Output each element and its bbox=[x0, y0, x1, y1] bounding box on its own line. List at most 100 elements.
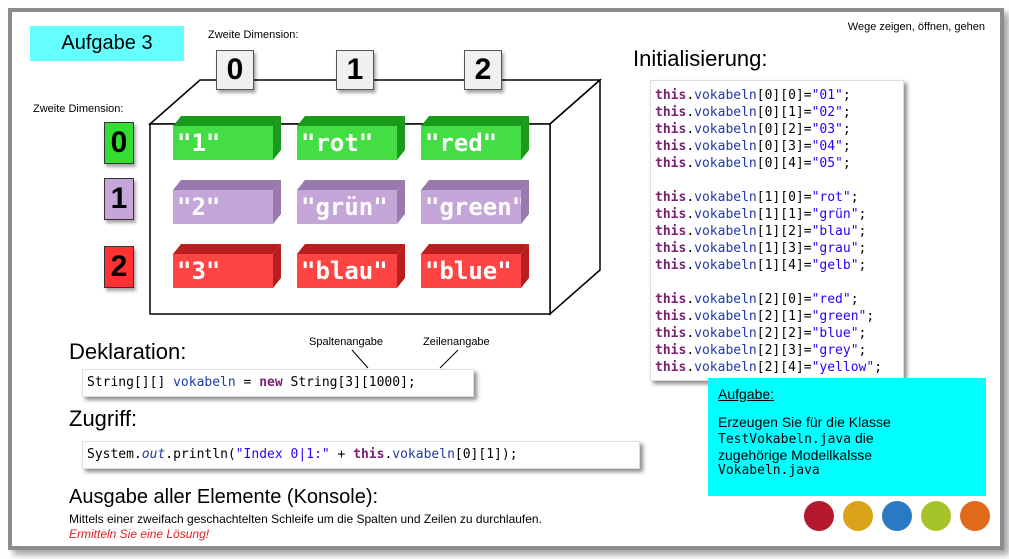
column-tab-0: 0 bbox=[216, 50, 254, 90]
init-code-spacer bbox=[655, 274, 903, 291]
init-code-token: vokabeln bbox=[694, 258, 757, 273]
logo-dot-4 bbox=[921, 501, 951, 531]
init-code-box: this.vokabeln[0][0]="01";this.vokabeln[0… bbox=[650, 80, 904, 381]
logo-dot-3 bbox=[882, 501, 912, 531]
init-code-token: ; bbox=[858, 241, 867, 256]
init-code-token: vokabeln bbox=[694, 122, 757, 137]
init-code-token: this bbox=[655, 190, 687, 205]
row-tab-0: 0 bbox=[104, 122, 134, 164]
init-code-token: this bbox=[655, 207, 687, 222]
init-code-token: . bbox=[686, 343, 695, 358]
init-code-token: ; bbox=[866, 309, 875, 324]
init-code-token: . bbox=[686, 241, 695, 256]
access-mid: .println( bbox=[165, 447, 236, 462]
init-code-line: this.vokabeln[2][3]="grey"; bbox=[655, 342, 903, 359]
init-code-token: [0][0]= bbox=[756, 88, 812, 103]
init-code-token: vokabeln bbox=[694, 190, 757, 205]
spalten-label: Spaltenangabe bbox=[309, 336, 384, 348]
init-code-line: this.vokabeln[1][0]="rot"; bbox=[655, 189, 903, 206]
init-code-token: vokabeln bbox=[694, 326, 757, 341]
init-code-token: ; bbox=[842, 156, 851, 171]
init-code-line: this.vokabeln[1][3]="grau"; bbox=[655, 240, 903, 257]
init-code-token: this bbox=[655, 105, 687, 120]
init-code-token: . bbox=[686, 292, 695, 307]
init-code-token: ; bbox=[850, 292, 859, 307]
decl-var: vokabeln bbox=[173, 375, 236, 390]
init-code-token: vokabeln bbox=[694, 241, 757, 256]
decl-code-box: String[][] vokabeln = new String[3][1000… bbox=[82, 369, 474, 397]
init-code-token: "red" bbox=[811, 292, 851, 307]
init-code-token: this bbox=[655, 88, 687, 103]
init-code-token: this bbox=[655, 326, 687, 341]
init-code-spacer bbox=[655, 172, 903, 189]
left-dimension-label: Zweite Dimension: bbox=[33, 103, 124, 115]
row-tab-2: 2 bbox=[104, 246, 134, 288]
task-line2: zugehörige Modellkalsse bbox=[718, 447, 873, 463]
init-code-token: . bbox=[686, 326, 695, 341]
access-this: this bbox=[353, 447, 385, 462]
init-code-line: this.vokabeln[2][1]="green"; bbox=[655, 308, 903, 325]
init-code-line: this.vokabeln[2][0]="red"; bbox=[655, 291, 903, 308]
init-code-token: [2][1]= bbox=[756, 309, 812, 324]
output-highlight: Ermitteln Sie eine Lösung! bbox=[69, 527, 210, 541]
init-code-token: ; bbox=[850, 190, 859, 205]
init-code-token: [2][2]= bbox=[756, 326, 812, 341]
init-code-token: [1][0]= bbox=[756, 190, 812, 205]
init-code-token: [0][3]= bbox=[756, 139, 812, 154]
output-description: Mittels einer zweifach geschachtelten Sc… bbox=[69, 512, 569, 542]
init-code-token: [1][2]= bbox=[756, 224, 812, 239]
grid-cell-2-2: "blue" bbox=[421, 254, 521, 288]
init-code-token: this bbox=[655, 309, 687, 324]
init-code-token: ; bbox=[842, 105, 851, 120]
decl-heading: Deklaration: bbox=[69, 339, 187, 364]
init-code-token: vokabeln bbox=[694, 343, 757, 358]
init-code-token: "yellow" bbox=[811, 360, 875, 375]
init-code-token: [1][1]= bbox=[756, 207, 812, 222]
grid-cell-2-0: "3" bbox=[173, 254, 273, 288]
init-code-token: . bbox=[686, 258, 695, 273]
init-code-token: [2][3]= bbox=[756, 343, 812, 358]
init-code-token: vokabeln bbox=[694, 224, 757, 239]
init-code-token: "03" bbox=[811, 122, 843, 137]
init-code-line: this.vokabeln[0][3]="04"; bbox=[655, 138, 903, 155]
init-code-token: ; bbox=[858, 207, 867, 222]
column-tab-2: 2 bbox=[464, 50, 502, 90]
logo-dot-1 bbox=[804, 501, 834, 531]
init-code-token: this bbox=[655, 156, 687, 171]
init-code-token: [0][1]= bbox=[756, 105, 812, 120]
init-code-line: this.vokabeln[2][4]="yellow"; bbox=[655, 359, 903, 376]
zeilen-label: Zeilenangabe bbox=[423, 336, 490, 348]
access-dot: . bbox=[384, 447, 393, 462]
init-code-line: this.vokabeln[0][0]="01"; bbox=[655, 87, 903, 104]
init-code-token: ; bbox=[842, 122, 851, 137]
logo-dot-5 bbox=[960, 501, 990, 531]
init-code-token: "green" bbox=[811, 309, 867, 324]
init-code-token: "grün" bbox=[811, 207, 859, 222]
init-code-token: vokabeln bbox=[694, 360, 757, 375]
init-code-token: "gelb" bbox=[811, 258, 859, 273]
grid-cell-1-0: "2" bbox=[173, 190, 273, 224]
init-code-token: this bbox=[655, 292, 687, 307]
access-string: "Index 0|1:" bbox=[235, 447, 330, 462]
init-code-token: "grau" bbox=[811, 241, 859, 256]
init-code-token: ; bbox=[858, 258, 867, 273]
init-code-token: "04" bbox=[811, 139, 843, 154]
init-code-line: this.vokabeln[0][1]="02"; bbox=[655, 104, 903, 121]
init-code-token: this bbox=[655, 139, 687, 154]
init-code-token: [1][3]= bbox=[756, 241, 812, 256]
output-text: Mittels einer zweifach geschachtelten Sc… bbox=[69, 512, 542, 526]
init-code-token: vokabeln bbox=[694, 156, 757, 171]
access-out: out bbox=[141, 447, 166, 462]
decl-type: String[][] bbox=[87, 375, 174, 390]
grid-cell-2-1: "blau" bbox=[297, 254, 397, 288]
access-code-box: System.out.println("Index 0|1:" + this.v… bbox=[82, 441, 640, 469]
access-plus: + bbox=[329, 447, 354, 462]
bracket-pointer-lines bbox=[351, 349, 459, 369]
grid-cell-0-0: "1" bbox=[173, 126, 273, 160]
task-box: Aufgabe: Erzeugen Sie für die Klasse Tes… bbox=[708, 378, 986, 496]
init-code-token: . bbox=[686, 360, 695, 375]
init-code-token: vokabeln bbox=[694, 88, 757, 103]
init-code-token: "02" bbox=[811, 105, 843, 120]
access-pre: System. bbox=[87, 447, 142, 462]
init-code-token: this bbox=[655, 241, 687, 256]
